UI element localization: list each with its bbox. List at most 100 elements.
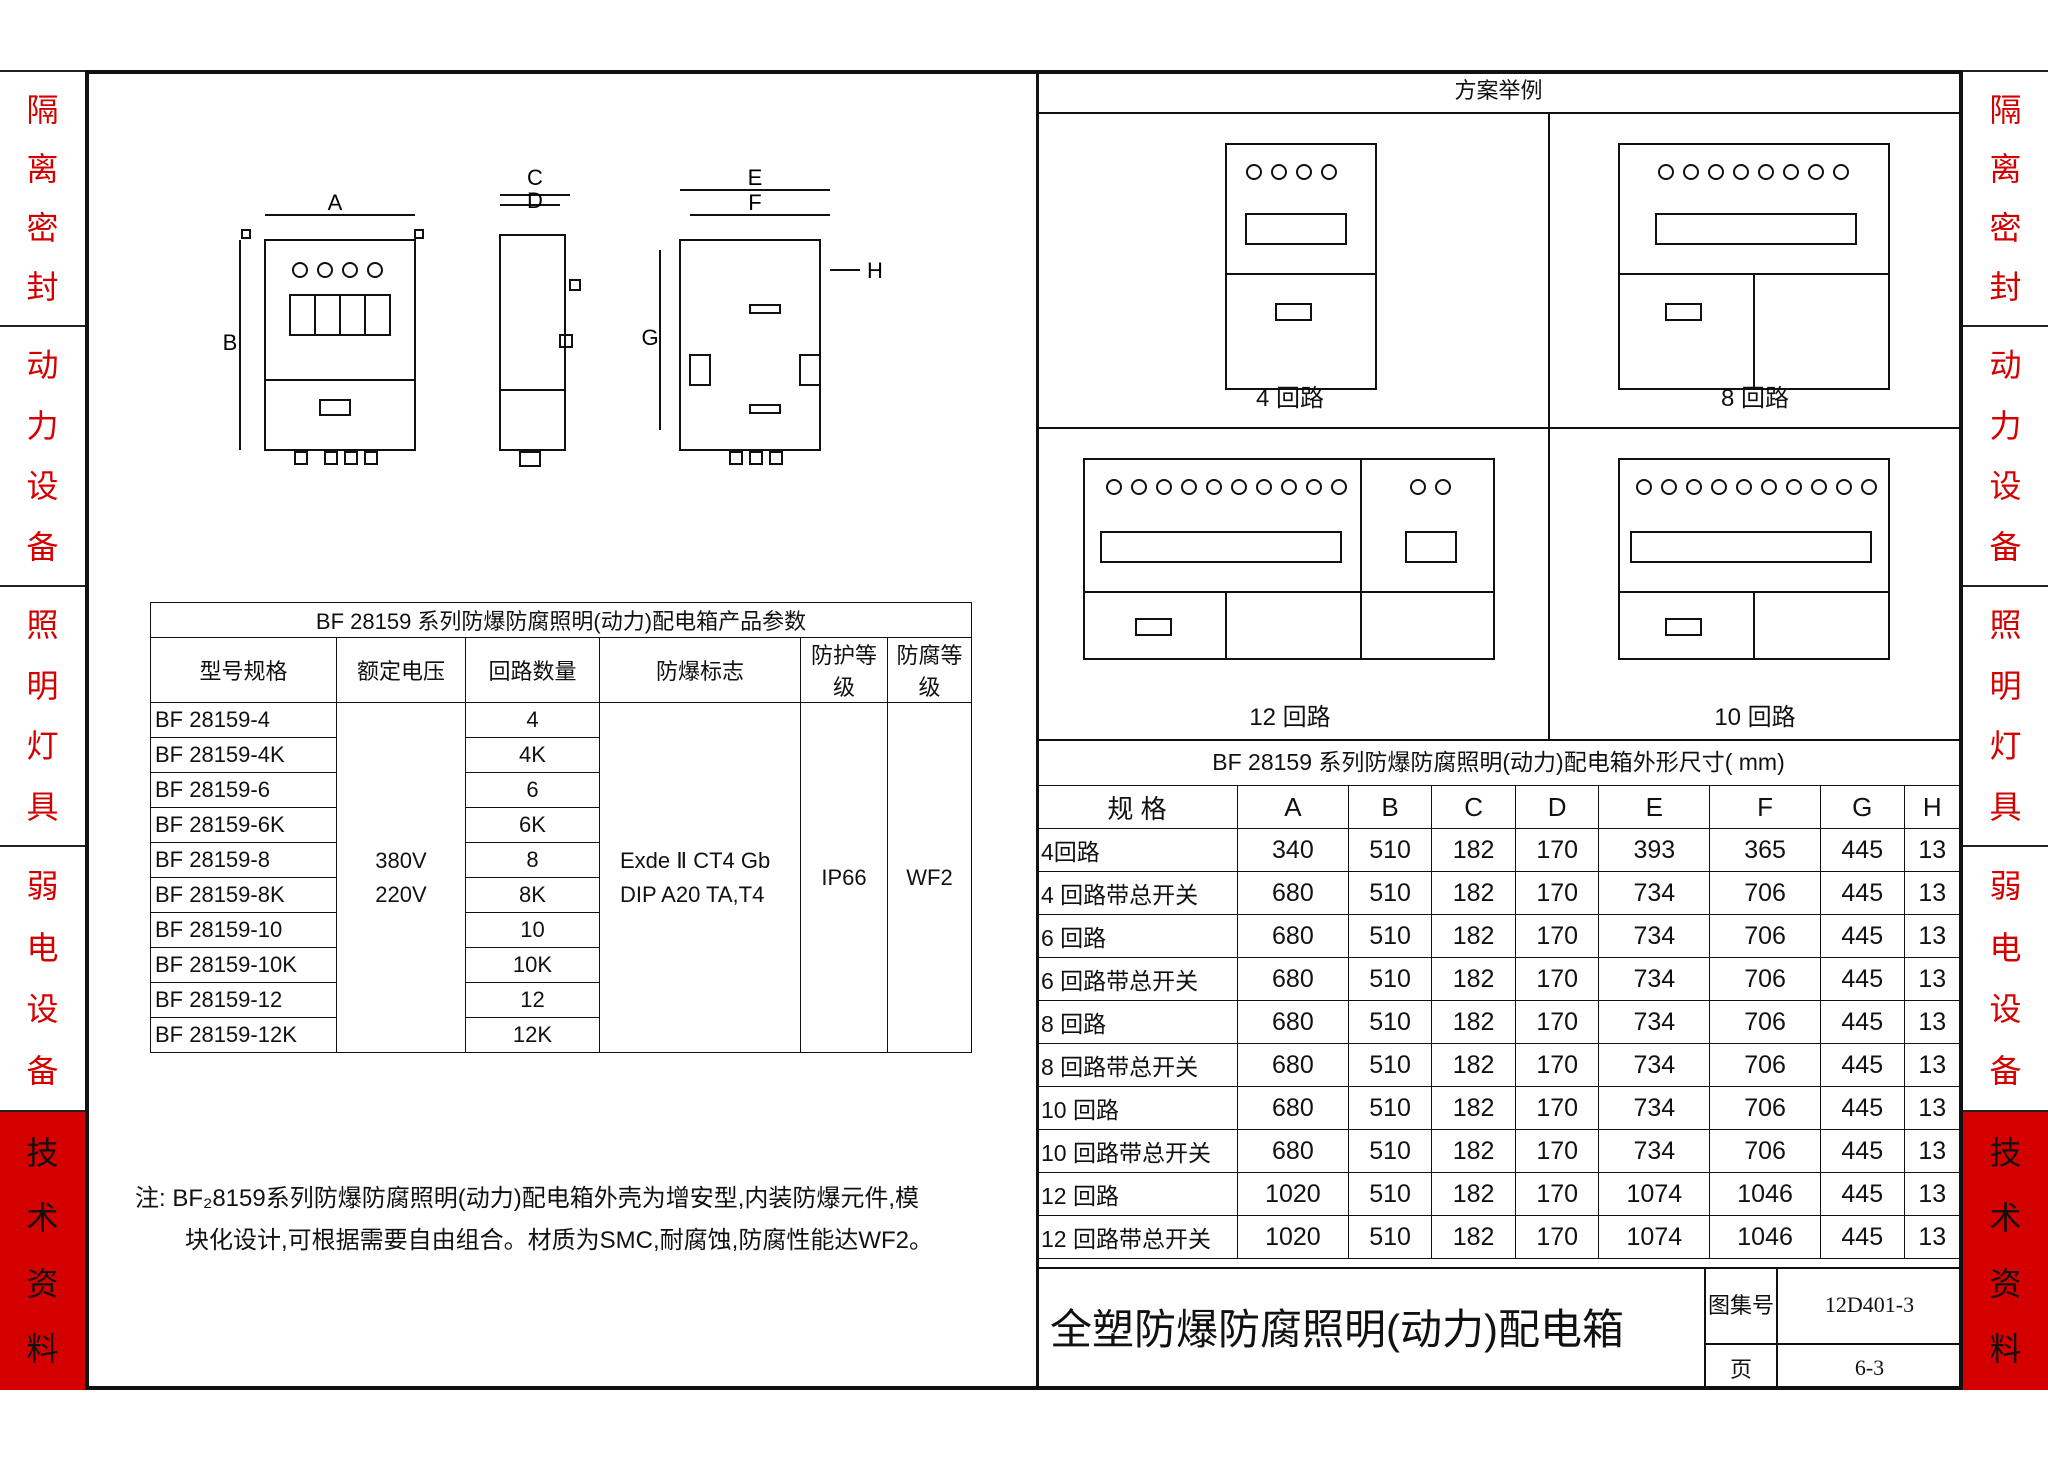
- indicator-lamp-icon: [1636, 479, 1652, 495]
- side-tab-char: 设: [1989, 990, 2022, 1029]
- params-header: 额定电压: [336, 637, 466, 703]
- side-tab-char: 灯: [1989, 727, 2022, 766]
- scheme-bottom-line: [1036, 739, 1961, 741]
- dim-cell: 170: [1514, 871, 1600, 915]
- side-tab-4[interactable]: 弱电设备: [1963, 845, 2048, 1110]
- model-cell: BF 28159-10: [150, 912, 337, 948]
- side-tab-5[interactable]: 技术资料: [1963, 1110, 2048, 1390]
- indicator-lamp-icon: [1711, 479, 1727, 495]
- dim-cell: 510: [1347, 871, 1433, 915]
- side-tab-char: 密: [1989, 209, 2022, 248]
- dim-cell: 13: [1903, 914, 1962, 958]
- dims-header: 规 格: [1036, 785, 1238, 829]
- indicator-lamp-icon: [1861, 479, 1877, 495]
- dim-cell: 13: [1903, 1043, 1962, 1087]
- dim-cell: 680: [1237, 1043, 1349, 1087]
- dim-cell: 445: [1819, 914, 1905, 958]
- note-line-1: 注: BF₂8159系列防爆防腐照明(动力)配电箱外壳为增安型,内装防爆元件,模: [135, 1185, 920, 1212]
- side-tab-char: 料: [1989, 1330, 2022, 1369]
- indicator-lamp-icon: [1683, 164, 1699, 180]
- side-tab-2[interactable]: 动力设备: [0, 325, 85, 585]
- side-tab-4[interactable]: 弱电设备: [0, 845, 85, 1110]
- dims-header: D: [1514, 785, 1600, 829]
- dim-cell: 1020: [1237, 1172, 1349, 1216]
- spec-cell: 8 回路带总开关: [1036, 1043, 1238, 1087]
- dim-cell: 182: [1431, 871, 1516, 915]
- params-table: BF 28159 系列防爆防腐照明(动力)配电箱产品参数 型号规格 额定电压 回…: [150, 602, 972, 1053]
- side-tab-5[interactable]: 技术资料: [0, 1110, 85, 1390]
- drawing-frame: [85, 70, 1963, 1390]
- indicator-lamp-icon: [1410, 479, 1426, 495]
- side-tab-3[interactable]: 照明灯具: [1963, 585, 2048, 845]
- indicator-lamp-icon: [1331, 479, 1347, 495]
- scheme-drawings: [1083, 143, 1890, 660]
- dim-cell: 510: [1347, 1086, 1433, 1130]
- side-tab-char: 封: [1989, 268, 2022, 307]
- right-side-tabs: 隔离密封动力设备照明灯具弱电设备技术资料: [1963, 70, 2048, 1390]
- indicator-lamp-icon: [1106, 479, 1122, 495]
- side-tab-1[interactable]: 隔离密封: [0, 70, 85, 325]
- side-tab-char: 照: [26, 606, 59, 645]
- scheme-title: 方案举例: [1036, 72, 1961, 114]
- model-cell: BF 28159-4: [150, 702, 337, 738]
- drawing-title: 全塑防爆防腐照明(动力)配电箱: [1050, 1306, 1624, 1353]
- side-tab-3[interactable]: 照明灯具: [0, 585, 85, 845]
- indicator-lamp-icon: [1783, 164, 1799, 180]
- side-tab-char: 灯: [26, 727, 59, 766]
- dim-cell: 510: [1347, 957, 1433, 1001]
- model-cell: BF 28159-6K: [150, 807, 337, 843]
- dim-cell: 734: [1598, 871, 1711, 915]
- indicator-lamp-icon: [1758, 164, 1774, 180]
- dim-cell: 445: [1819, 1172, 1905, 1216]
- dim-cell: 170: [1514, 957, 1600, 1001]
- dim-cell: 393: [1598, 828, 1711, 872]
- dims-header: B: [1347, 785, 1433, 829]
- dim-cell: 1046: [1709, 1215, 1821, 1259]
- dim-cell: 170: [1514, 1172, 1600, 1216]
- scheme-vline: [1548, 114, 1550, 739]
- dim-cell: 13: [1903, 1172, 1962, 1216]
- indicator-lamp-icon: [1306, 479, 1322, 495]
- side-tab-1[interactable]: 隔离密封: [1963, 70, 2048, 325]
- dim-cell: 1046: [1709, 1172, 1821, 1216]
- dim-cell: 706: [1709, 1043, 1821, 1087]
- side-tab-char: 封: [26, 268, 59, 307]
- params-header: 型号规格: [150, 637, 337, 703]
- side-tab-char: 力: [26, 406, 59, 445]
- dim-label-e: E: [748, 165, 763, 190]
- caption-12-circuit: 12 回路: [1249, 704, 1331, 731]
- side-tab-2[interactable]: 动力设备: [1963, 325, 2048, 585]
- dim-cell: 1020: [1237, 1215, 1349, 1259]
- dim-cell: 445: [1819, 871, 1905, 915]
- dim-cell: 182: [1431, 1172, 1516, 1216]
- side-tab-char: 术: [26, 1199, 59, 1238]
- dim-cell: 445: [1819, 1129, 1905, 1173]
- dim-cell: 445: [1819, 828, 1905, 872]
- ex-mark-1: Exde Ⅱ CT4 Gb: [620, 847, 771, 873]
- dim-cell: 170: [1514, 1000, 1600, 1044]
- side-tab-char: 资: [1989, 1264, 2022, 1303]
- dim-cell: 510: [1347, 1215, 1433, 1259]
- side-tab-char: 动: [26, 346, 59, 385]
- dim-cell: 340: [1237, 828, 1349, 872]
- dim-cell: 734: [1598, 1000, 1711, 1044]
- side-tab-char: 弱: [26, 866, 59, 905]
- title-block-vline-2: [1776, 1269, 1778, 1390]
- side-tab-char: 密: [26, 209, 59, 248]
- spec-cell: 12 回路: [1036, 1172, 1238, 1216]
- dim-cell: 680: [1237, 914, 1349, 958]
- dim-cell: 170: [1514, 828, 1600, 872]
- dim-label-d: D: [527, 188, 543, 213]
- dim-cell: 182: [1431, 1129, 1516, 1173]
- back-view: [659, 189, 860, 465]
- caption-10-circuit: 10 回路: [1714, 704, 1796, 731]
- dim-cell: 1074: [1598, 1172, 1711, 1216]
